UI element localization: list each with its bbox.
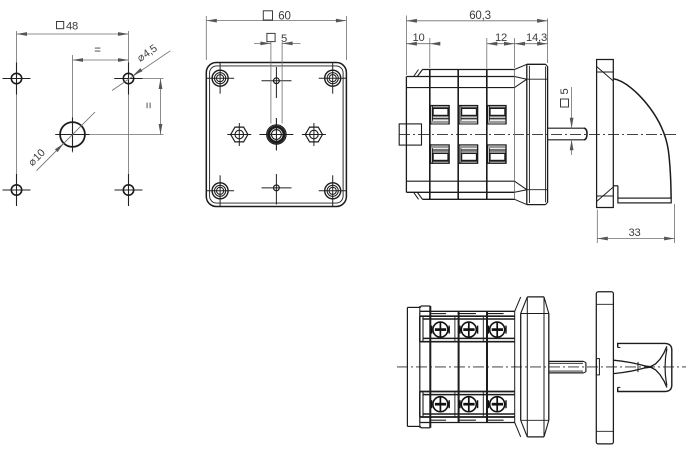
svg-text:60: 60 — [278, 11, 290, 23]
svg-text:14,3: 14,3 — [526, 32, 547, 44]
svg-text:60,3: 60,3 — [469, 10, 491, 22]
svg-text:5: 5 — [281, 33, 287, 45]
svg-text:5: 5 — [559, 88, 571, 94]
svg-text:10: 10 — [412, 32, 424, 44]
svg-text:=: = — [143, 102, 155, 109]
svg-text:33: 33 — [628, 227, 640, 239]
svg-text:48: 48 — [66, 20, 78, 32]
svg-text:12: 12 — [495, 32, 507, 44]
svg-text:=: = — [94, 45, 101, 57]
